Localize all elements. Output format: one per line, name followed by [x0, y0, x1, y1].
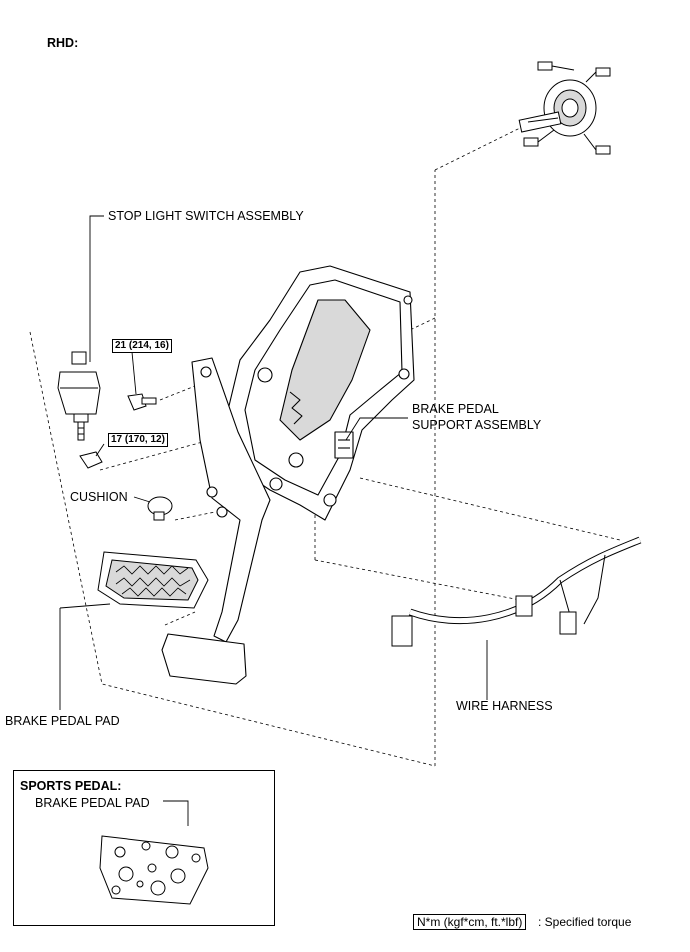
sports-pedal-pad-label: BRAKE PEDAL PAD	[35, 796, 150, 810]
sports-pedal-inset: SPORTS PEDAL: BRAKE PEDAL PAD	[13, 770, 275, 926]
master-cylinder-bolts	[518, 61, 611, 155]
brake-pedal-support	[227, 265, 415, 521]
stop-light-switch	[57, 351, 101, 441]
torque-legend-meaning: : Specified torque	[538, 915, 632, 929]
variant-heading: RHD:	[47, 36, 79, 50]
cushion	[147, 496, 173, 521]
sports-pedal-pad	[99, 800, 209, 905]
brake-pedal-support-label-line1: BRAKE PEDAL	[412, 402, 499, 416]
wire-harness-label: WIRE HARNESS	[456, 699, 553, 713]
brake-pedal-arm	[161, 357, 271, 685]
torque-unit-legend: N*m (kgf*cm, ft.*lbf)	[413, 914, 527, 930]
leader-lines	[59, 215, 488, 710]
stop-light-switch-label: STOP LIGHT SWITCH ASSEMBLY	[108, 209, 304, 223]
cushion-label: CUSHION	[70, 490, 128, 504]
brake-pedal-pad-label: BRAKE PEDAL PAD	[5, 714, 120, 728]
dashed-assembly-lines	[29, 127, 621, 767]
wire-harness	[391, 536, 642, 647]
brake-pedal-pad	[97, 551, 209, 609]
bolt-torque-spec: 21 (214, 16)	[112, 339, 172, 353]
nut-torque-spec: 17 (170, 12)	[108, 433, 168, 447]
brake-pedal-support-label-line2: SUPPORT ASSEMBLY	[412, 418, 542, 432]
sports-pedal-title: SPORTS PEDAL:	[20, 779, 122, 793]
